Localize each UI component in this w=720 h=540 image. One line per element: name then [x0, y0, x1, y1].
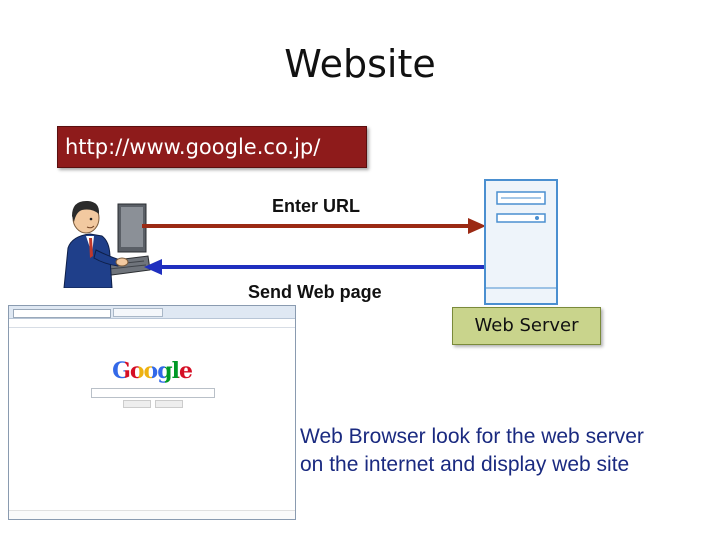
google-logo-text: Google [112, 358, 193, 384]
url-box: http://www.google.co.jp/ [57, 126, 367, 168]
browser-footer [9, 510, 295, 519]
google-logo: Google [9, 358, 295, 384]
browser-tab [113, 308, 163, 317]
browser-address-bar [13, 309, 111, 318]
enter-url-label: Enter URL [272, 196, 361, 216]
server-tower-icon [484, 179, 558, 305]
description-line-1: Web Browser look for the web server [300, 425, 644, 448]
google-search-box [91, 388, 215, 398]
browser-screenshot: Google [8, 305, 296, 520]
description-text: Web Browser look for the web server on t… [300, 423, 710, 479]
description-line-2: on the internet and display web site [300, 453, 630, 476]
enter-url-arrow-head [468, 218, 486, 234]
arrows-layer [142, 218, 486, 275]
send-page-arrow-head [144, 259, 162, 275]
google-lucky-button [155, 400, 183, 408]
browser-menu-bar [9, 319, 295, 328]
page-title: Website [284, 42, 436, 86]
browser-title-bar [9, 306, 295, 319]
send-page-label: Send Web page [248, 282, 382, 302]
user-at-computer-illustration [63, 200, 151, 288]
web-server-label: Web Server [452, 307, 601, 345]
google-search-button [123, 400, 151, 408]
